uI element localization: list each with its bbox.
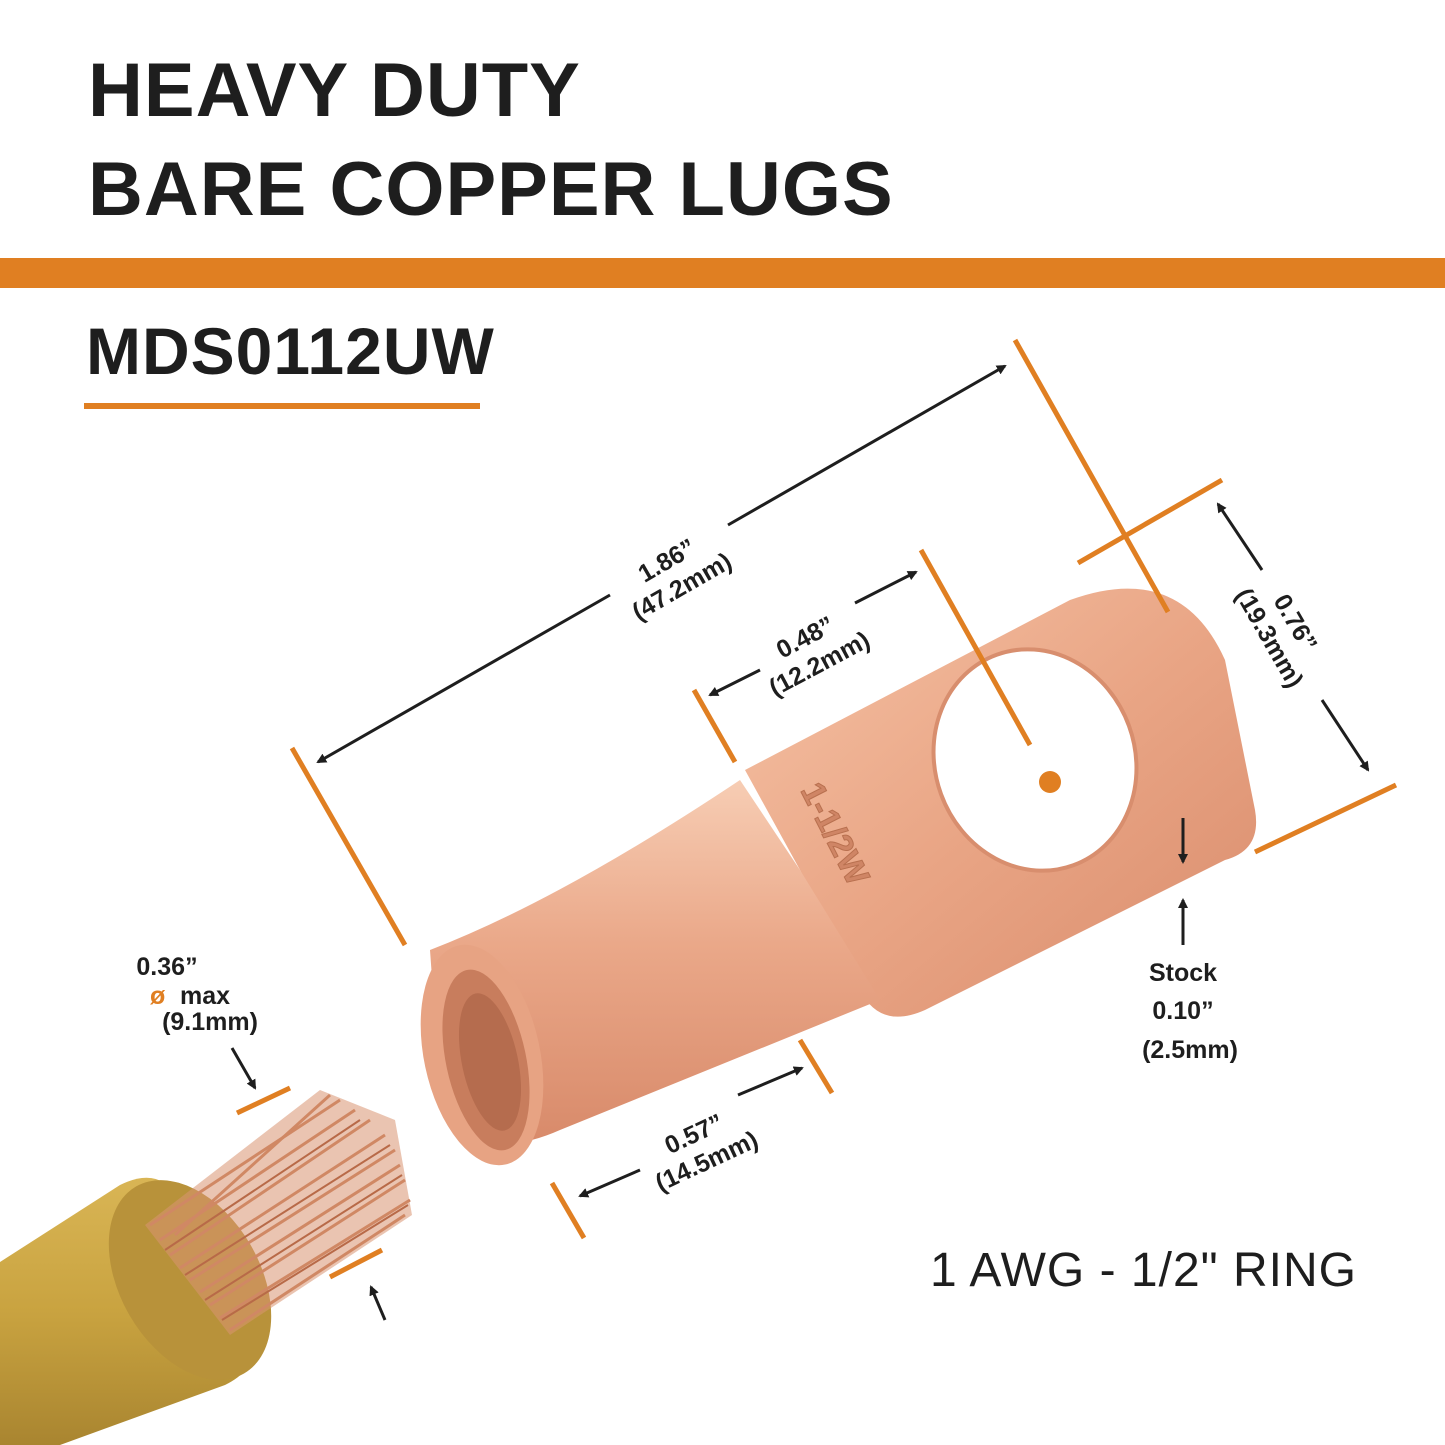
lug-barrel (430, 780, 880, 1144)
wire-diameter-mm: (9.1mm) (162, 1008, 258, 1036)
sku-underline (84, 403, 480, 409)
product-sku: MDS0112UW (86, 314, 495, 388)
dimension-hole-to-shoulder: 0.48” (12.2mm) (764, 611, 874, 702)
dimension-barrel-length: 0.57” (14.5mm) (651, 1109, 762, 1198)
stock-inch: 0.10” (1152, 997, 1213, 1025)
product-spec: 1 AWG - 1/2" RING (930, 1244, 1358, 1297)
wire (0, 1090, 412, 1445)
stock-label: Stock (1149, 959, 1217, 987)
title-line-2: BARE COPPER LUGS (88, 147, 894, 232)
accent-band (0, 258, 1445, 288)
diameter-symbol-icon: ø (150, 982, 166, 1010)
dimension-width: 0.76” (19.3mm) (1230, 583, 1323, 692)
wire-diameter-inch: 0.36” (136, 953, 197, 981)
dimension-wire-diameter: 0.36” ø max (9.1mm) (136, 953, 258, 1036)
title-line-1: HEAVY DUTY (88, 48, 581, 133)
dimension-overall-length: 1.86” (47.2mm) (627, 533, 736, 626)
extension-lines (235, 338, 1398, 1280)
dimension-stock: Stock 0.10” (2.5mm) (1142, 959, 1238, 1064)
ring-hole (931, 647, 1139, 873)
wire-diameter-suffix: max (180, 982, 230, 1010)
dimension-arrows (230, 364, 1370, 1321)
header: HEAVY DUTY BARE COPPER LUGS (0, 0, 1445, 258)
hole-center-dot (1039, 771, 1061, 793)
copper-lug: 1-1/2W (420, 588, 1257, 1166)
stock-mm: (2.5mm) (1142, 1036, 1238, 1064)
